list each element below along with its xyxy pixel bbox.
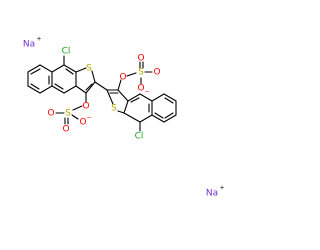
sulfate-oxygen-up-bottom: O (137, 54, 144, 64)
bond (139, 93, 153, 102)
sulfate-sulfur-top: S (65, 109, 71, 119)
bond (63, 64, 77, 73)
sulfate-oxygen-minus-bottom: O (137, 84, 144, 94)
bond (39, 85, 53, 94)
upper-ring-system (27, 55, 96, 125)
bond (130, 97, 140, 103)
bond (72, 105, 83, 111)
atom-labels: Na + Na + Cl S O S O O O − S O S O O O −… (23, 36, 225, 199)
sulfate-oxygen-minus-top: O (79, 118, 86, 128)
bond (154, 112, 164, 119)
sulfate-oxygen-left-top: O (47, 109, 54, 119)
bond (65, 68, 74, 75)
bond (106, 89, 114, 105)
bond (151, 93, 165, 102)
bond (117, 79, 122, 91)
bond (75, 85, 87, 94)
bond (123, 112, 141, 123)
link-oxygen-top: O (82, 102, 89, 112)
lower-ring-system (106, 61, 177, 132)
sodium-charge-bottom: + (219, 185, 224, 192)
bond (164, 97, 174, 104)
bond (27, 64, 41, 73)
sodium-ion-top: Na (23, 40, 35, 50)
bond (127, 93, 141, 102)
bond (51, 64, 65, 73)
sodium-ion-bottom: Na (206, 189, 218, 199)
bond (139, 114, 153, 123)
bond (30, 68, 41, 75)
sulfate-oxygen-down-top: O (62, 125, 69, 135)
bond (117, 110, 125, 114)
bond (71, 114, 79, 120)
bond (85, 83, 93, 91)
sodium-charge-top: + (36, 36, 41, 43)
bond (51, 85, 65, 94)
bond (85, 81, 96, 94)
ring-sulfur-top: S (86, 64, 92, 74)
sulfate-sulfur-bottom: S (138, 68, 144, 78)
chlorine-bottom: Cl (135, 132, 144, 142)
link-oxygen-bottom: O (119, 73, 126, 83)
ring-sulfur-bottom: S (111, 104, 117, 114)
bond (126, 72, 137, 77)
bond (123, 100, 129, 114)
bond (75, 67, 87, 73)
bond (30, 83, 40, 90)
bond (163, 114, 177, 123)
bond (151, 114, 165, 123)
sulfate-minus-top: − (86, 115, 91, 122)
chlorine-top: Cl (62, 47, 71, 57)
bond (164, 112, 174, 119)
bond (54, 83, 64, 90)
bond (91, 70, 96, 83)
sulfate-oxygen-right-bottom: O (153, 68, 160, 78)
sulfate-minus-bottom: − (144, 89, 149, 96)
bond (117, 89, 129, 102)
bond (27, 85, 41, 94)
structure-diagram: Na + Na + Cl S O S O O O − S O S O O O −… (23, 36, 225, 199)
molecule-drawing: Na + Na + Cl S O S O O O − S O S O O O −… (23, 36, 225, 199)
bond (163, 93, 177, 102)
bond (63, 85, 77, 94)
bond (39, 64, 53, 73)
biaryl-bond (94, 81, 108, 91)
